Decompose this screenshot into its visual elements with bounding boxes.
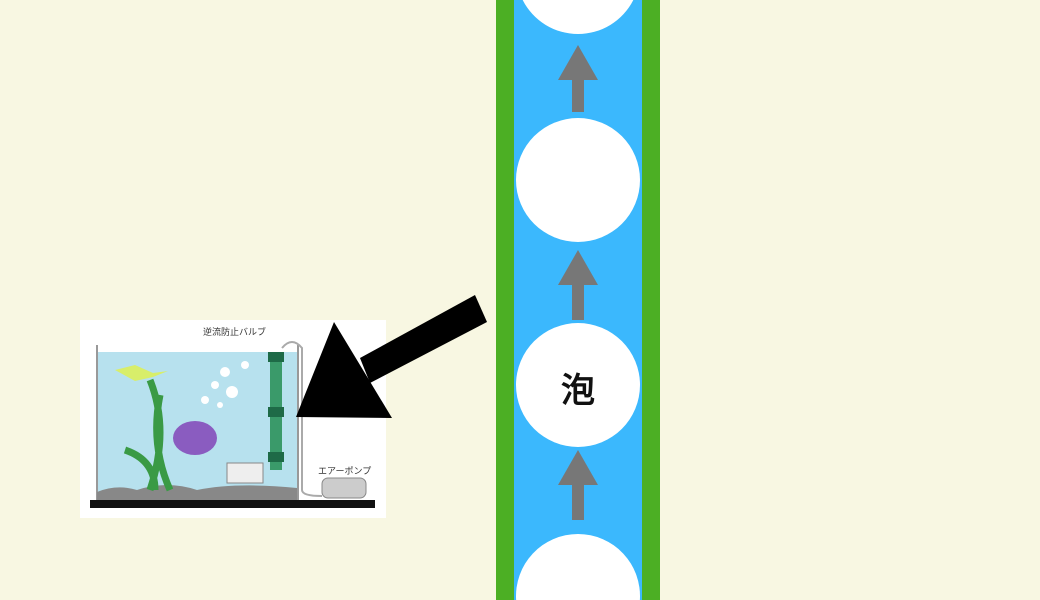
aquarium-illustration bbox=[80, 320, 386, 518]
air-hose bbox=[281, 341, 323, 497]
air-pump-icon bbox=[321, 477, 367, 499]
bubble bbox=[516, 533, 640, 600]
bubble bbox=[522, 0, 634, 35]
bubble bbox=[516, 118, 640, 242]
pointer-arrow-icon bbox=[296, 295, 487, 418]
up-arrow-icon bbox=[558, 250, 598, 320]
plant-icon bbox=[123, 378, 174, 492]
fish-icon bbox=[173, 421, 217, 455]
bubble-labeled bbox=[516, 323, 640, 447]
valve-label: 逆流防止バルブ bbox=[203, 328, 267, 338]
up-arrow-icon bbox=[558, 450, 598, 520]
air-pump-label: エアーポンプ bbox=[318, 467, 372, 477]
fish-icon bbox=[115, 365, 168, 381]
filter-icon bbox=[226, 462, 264, 484]
bubble-label: 泡 bbox=[561, 371, 595, 411]
up-arrow-icon bbox=[558, 45, 598, 112]
